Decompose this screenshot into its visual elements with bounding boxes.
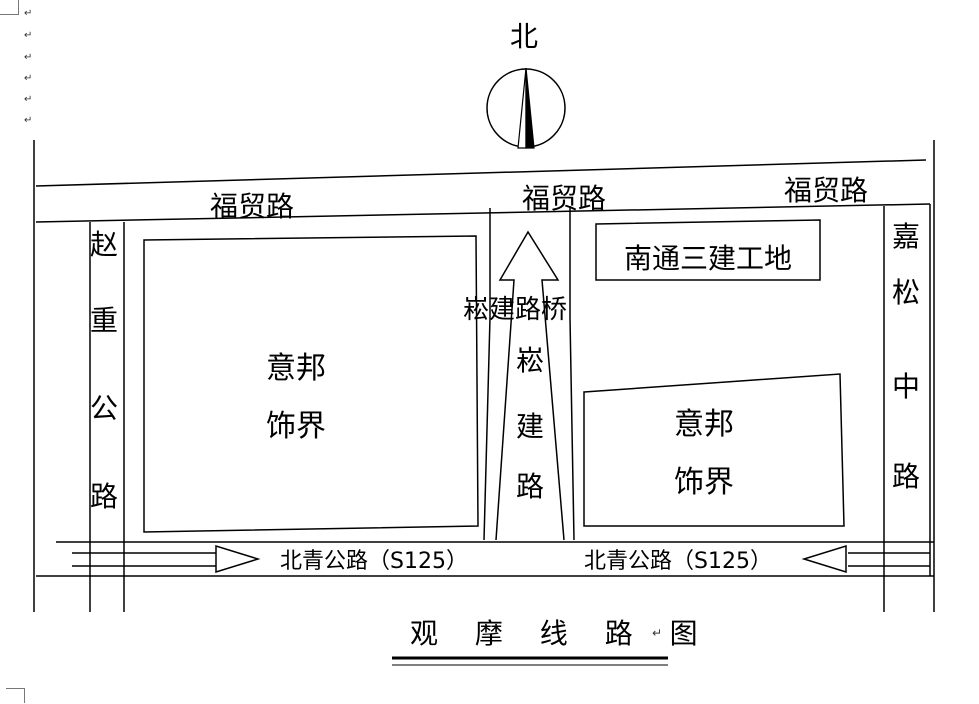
beiqing-road-label-east: 北青公路（S125） — [584, 549, 772, 574]
fumao-road-label-west: 福贸路 — [210, 190, 294, 223]
songjian-bridge-label: 崧建路桥 — [463, 295, 567, 325]
paragraph-mark: ↵ — [24, 94, 33, 105]
jiasong-road-label-char: 松 — [892, 276, 920, 309]
jiasong-road-label-char: 中 — [892, 370, 920, 403]
zhaozhong-road-label-char: 赵 — [90, 228, 118, 261]
route-arrow-north — [495, 230, 565, 541]
songjian-road-label-char: 路 — [516, 470, 544, 503]
songjian-road-label-char: 建 — [516, 410, 544, 443]
page-corner-marker — [6, 688, 25, 703]
fumao-road-edge-south — [35, 203, 931, 223]
paragraph-mark: ↵ — [24, 30, 33, 41]
jiasong-road-label-char: 嘉 — [892, 220, 920, 253]
yibang-east-label: 意邦 — [674, 407, 734, 442]
zhaozhong-road-label-char: 路 — [90, 480, 118, 513]
yibang-east-label: 饰界 — [674, 465, 734, 500]
nantong-site-label: 南通三建工地 — [624, 242, 792, 275]
paragraph-mark: ↵ — [24, 115, 33, 126]
compass-needle-shaded — [525, 67, 535, 149]
paragraph-mark: ↵ — [652, 626, 663, 640]
jiasong-road-label-char: 路 — [892, 460, 920, 493]
beiqing-road-label-west: 北青公路（S125） — [280, 549, 468, 574]
yibang-east-block — [583, 373, 845, 527]
north-compass: 北 — [486, 20, 566, 149]
north-label: 北 — [510, 20, 538, 53]
paragraph-mark: ↵ — [24, 52, 33, 63]
fumao-road-label-mid: 福贸路 — [522, 182, 606, 215]
paragraph-mark: ↵ — [24, 73, 33, 84]
songjian-road-edge — [569, 317, 575, 541]
songjian-road-edge — [483, 317, 491, 541]
map-title: 观 摩 线 路 图 — [410, 617, 712, 650]
yibang-west-label: 饰界 — [266, 409, 326, 444]
page-corner-marker — [0, 0, 19, 15]
songjian-road-label-char: 崧 — [516, 344, 544, 377]
nantong-site-box — [595, 219, 821, 281]
route-arrow-east — [215, 544, 261, 574]
compass-needle — [517, 67, 527, 149]
paragraph-mark: ↵ — [24, 8, 33, 19]
fumao-road-edge-north — [35, 159, 927, 187]
yibang-west-block — [143, 235, 479, 533]
zhaozhong-road-label-char: 重 — [90, 304, 118, 337]
zhaozhong-road-label-char: 公 — [90, 392, 118, 425]
yibang-west-label: 意邦 — [266, 351, 326, 386]
route-arrow-west — [801, 544, 847, 574]
fumao-road-label-east: 福贸路 — [784, 174, 868, 207]
